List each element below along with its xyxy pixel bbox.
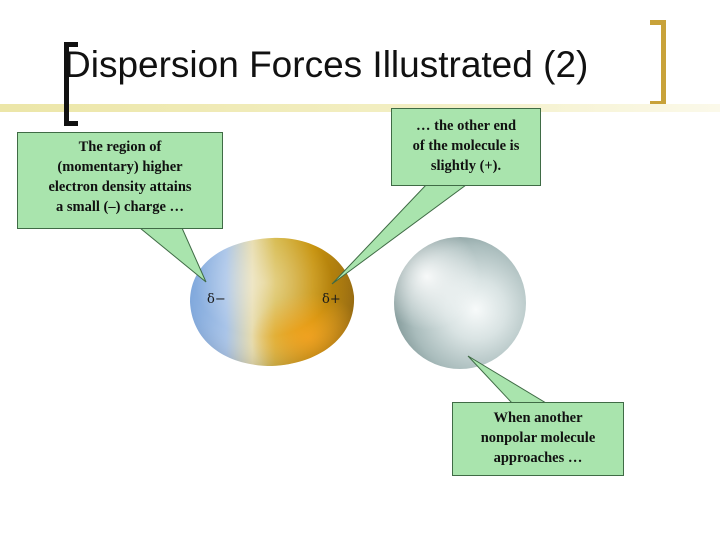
delta-plus-label: δ+	[322, 292, 341, 307]
callout-line: The region of	[78, 139, 162, 155]
callout-line: nonpolar molecule	[480, 430, 596, 446]
callout-line: When another	[493, 410, 583, 426]
callout-positive-region: … the other end of the molecule is sligh…	[391, 108, 541, 186]
title-bracket-right-icon	[650, 20, 666, 106]
slide-title: Dispersion Forces Illustrated (2)	[64, 44, 589, 85]
callout-line: approaches …	[493, 450, 583, 466]
callout-negative-region: The region of (momentary) higher electro…	[17, 132, 223, 229]
callout-line: electron density attains	[48, 179, 192, 195]
callout-line: … the other end	[415, 118, 517, 134]
callout-bottom-pointer	[467, 355, 548, 404]
callout-line: (momentary) higher	[57, 159, 183, 175]
callout-line: a small (–) charge …	[55, 199, 185, 215]
sphere-highlight	[394, 237, 526, 369]
title-underline	[0, 104, 720, 112]
callout-line: slightly (+).	[430, 158, 502, 174]
callout-line: of the molecule is	[412, 138, 520, 154]
molecule-shading	[190, 237, 355, 366]
delta-minus-label: δ−	[207, 292, 226, 307]
callout-approaching-molecule: When another nonpolar molecule approache…	[452, 402, 624, 476]
title-bracket-left-icon	[64, 42, 78, 126]
callout-left-pointer	[138, 227, 207, 283]
